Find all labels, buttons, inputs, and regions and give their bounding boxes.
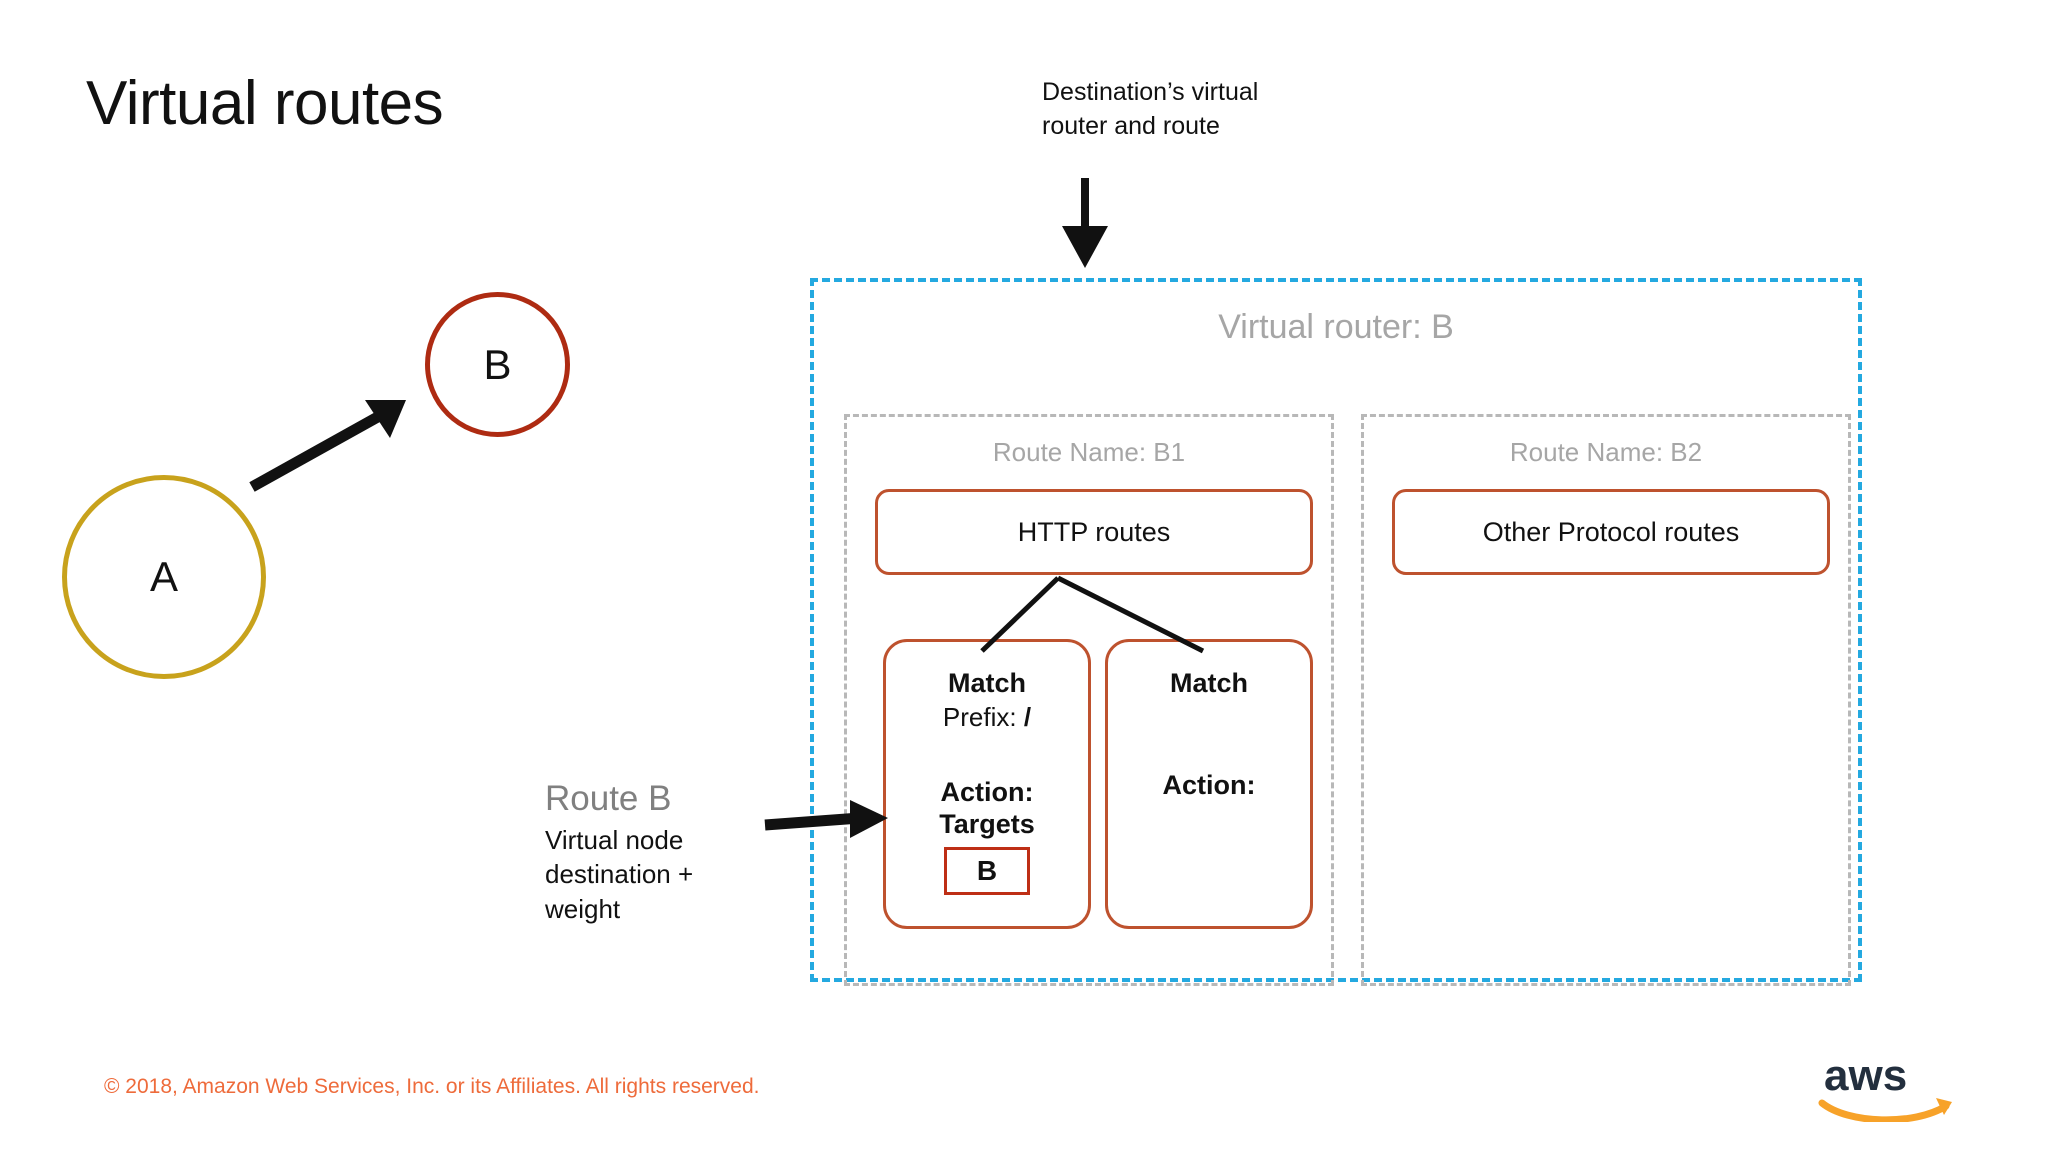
virtual-node-b: B [425, 292, 570, 437]
aws-logo: aws [1818, 1051, 1952, 1122]
aws-wordmark: aws [1824, 1051, 1907, 1100]
destination-callout: Destination’s virtual router and route [1042, 76, 1342, 143]
route-group-b1: Route Name: B1 HTTP routes Match Prefix:… [844, 414, 1334, 986]
page-title: Virtual routes [86, 69, 444, 138]
match-card-1-heading: Match [947, 668, 1026, 698]
route-b-desc-line3: weight [545, 894, 621, 925]
route-b-desc-line2: destination + [545, 859, 694, 890]
destination-callout-line2: router and route [1042, 111, 1220, 140]
target-chip-b: B [944, 846, 1030, 895]
route-group-b2: Route Name: B2 Other Protocol routes [1361, 414, 1851, 986]
match-card-2-action-heading: Action: [1162, 769, 1256, 800]
match-card-1-prefix-value: / [1023, 701, 1032, 732]
destination-callout-line1: Destination’s virtual [1042, 78, 1259, 106]
aws-swoosh-icon [1818, 1099, 1950, 1122]
route-group-b2-title: Route Name: B2 [1509, 437, 1703, 467]
route-b-annotation: Route B Virtual node destination + weigh… [545, 779, 775, 927]
virtual-node-a: A [62, 475, 266, 679]
virtual-node-graph: A B [40, 280, 600, 700]
virtual-node-a-label: A [149, 553, 178, 600]
other-protocol-routes-box: Other Protocol routes [1392, 489, 1830, 575]
virtual-node-b-label: B [483, 340, 512, 388]
footer-copyright: © 2018, Amazon Web Services, Inc. or its… [104, 1075, 760, 1098]
match-card-2-heading: Match [1169, 668, 1248, 698]
route-group-b1-title: Route Name: B1 [992, 437, 1186, 467]
match-card-1-targets-heading: Targets [939, 808, 1035, 839]
http-routes-box: HTTP routes [875, 489, 1313, 575]
route-b-annotation-title: Route B [545, 779, 672, 818]
http-routes-label: HTTP routes [1017, 516, 1171, 547]
route-b-annotation-description: Virtual node destination + weight [545, 823, 775, 927]
match-card-1-prefix: Prefix: / [886, 702, 1088, 733]
aws-swoosh-tip-icon [1936, 1098, 1952, 1115]
virtual-router-container: Virtual router: B Route Name: B1 HTTP ro… [810, 278, 1862, 986]
other-protocol-routes-label: Other Protocol routes [1482, 516, 1740, 547]
match-action-card-1: Match Prefix: / Action: Targets B [883, 639, 1091, 929]
down-arrow-icon [1062, 178, 1108, 268]
match-card-1-action-heading: Action: [940, 777, 1034, 808]
virtual-router-title: Virtual router: B [1218, 308, 1454, 346]
target-chip-b-label: B [976, 854, 998, 886]
route-b-desc-line1: Virtual node [545, 824, 684, 855]
match-action-card-2: Match Action: [1105, 639, 1313, 929]
match-card-1-prefix-label: Prefix: [942, 701, 1024, 732]
